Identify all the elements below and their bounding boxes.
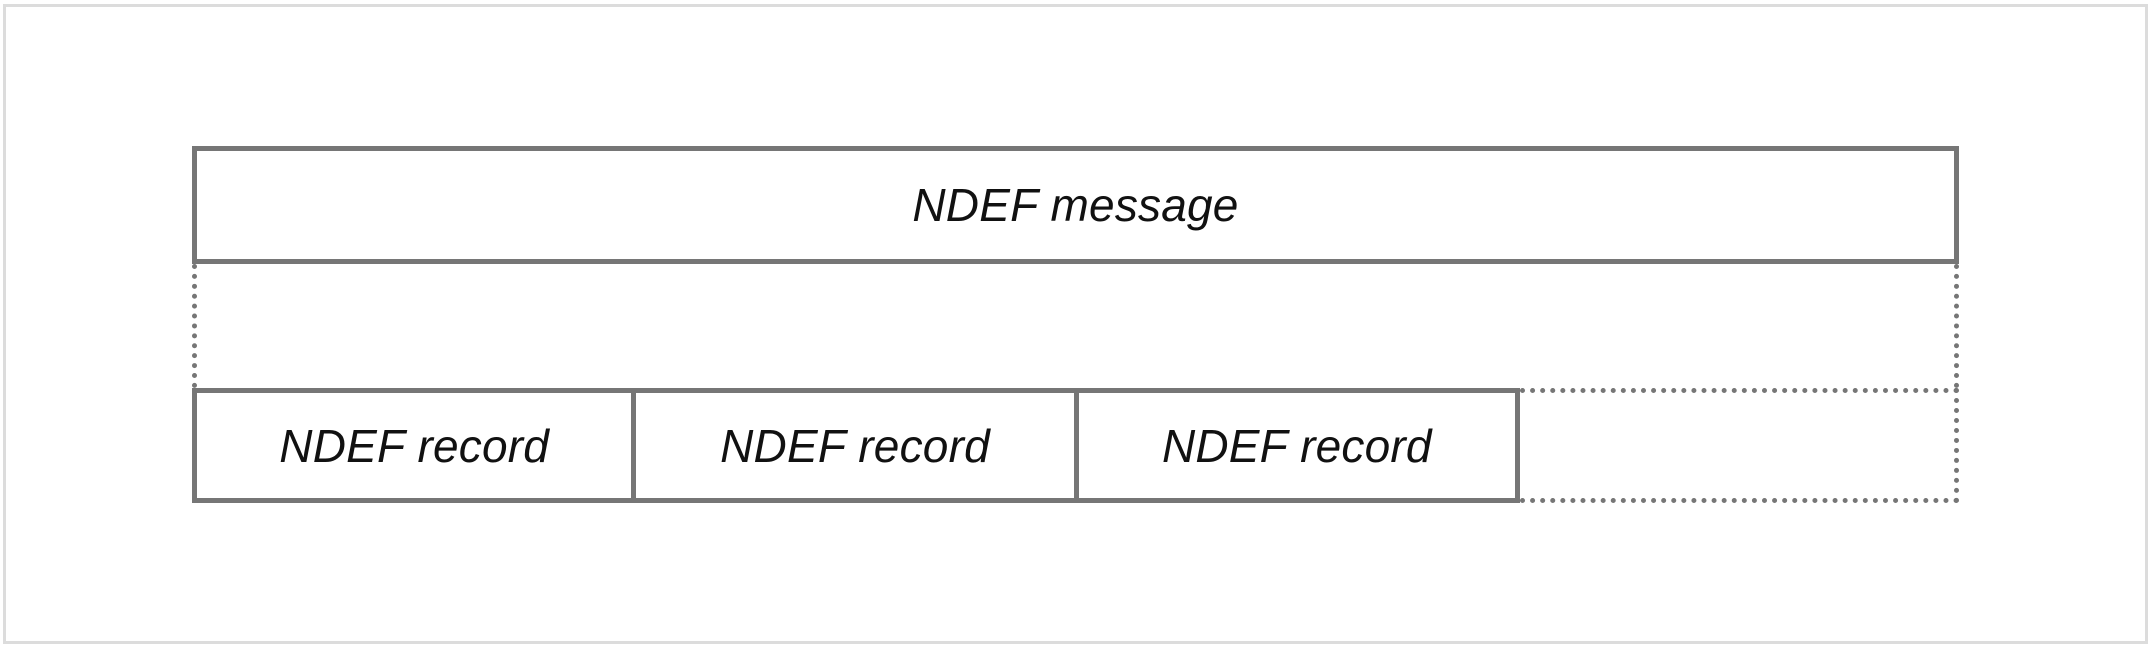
ndef-record-cell-1: NDEF record <box>197 393 632 498</box>
ndef-record-row: NDEF record NDEF record NDEF record <box>192 388 1959 503</box>
connector-left-dotted-line <box>192 264 197 388</box>
ndef-message-box: NDEF message <box>192 146 1959 264</box>
ndef-record-cell-2: NDEF record <box>631 393 1074 498</box>
ndef-record-cell-3: NDEF record <box>1073 393 1515 498</box>
ndef-record-label-3: NDEF record <box>1161 419 1432 472</box>
connector-right-dotted-line <box>1954 264 1959 388</box>
ndef-records-continuation <box>1520 388 1959 503</box>
ndef-records-group: NDEF record NDEF record NDEF record <box>192 388 1520 503</box>
ndef-record-label-1: NDEF record <box>279 419 550 472</box>
ndef-message-label: NDEF message <box>912 179 1239 231</box>
ndef-record-label-2: NDEF record <box>720 419 990 472</box>
